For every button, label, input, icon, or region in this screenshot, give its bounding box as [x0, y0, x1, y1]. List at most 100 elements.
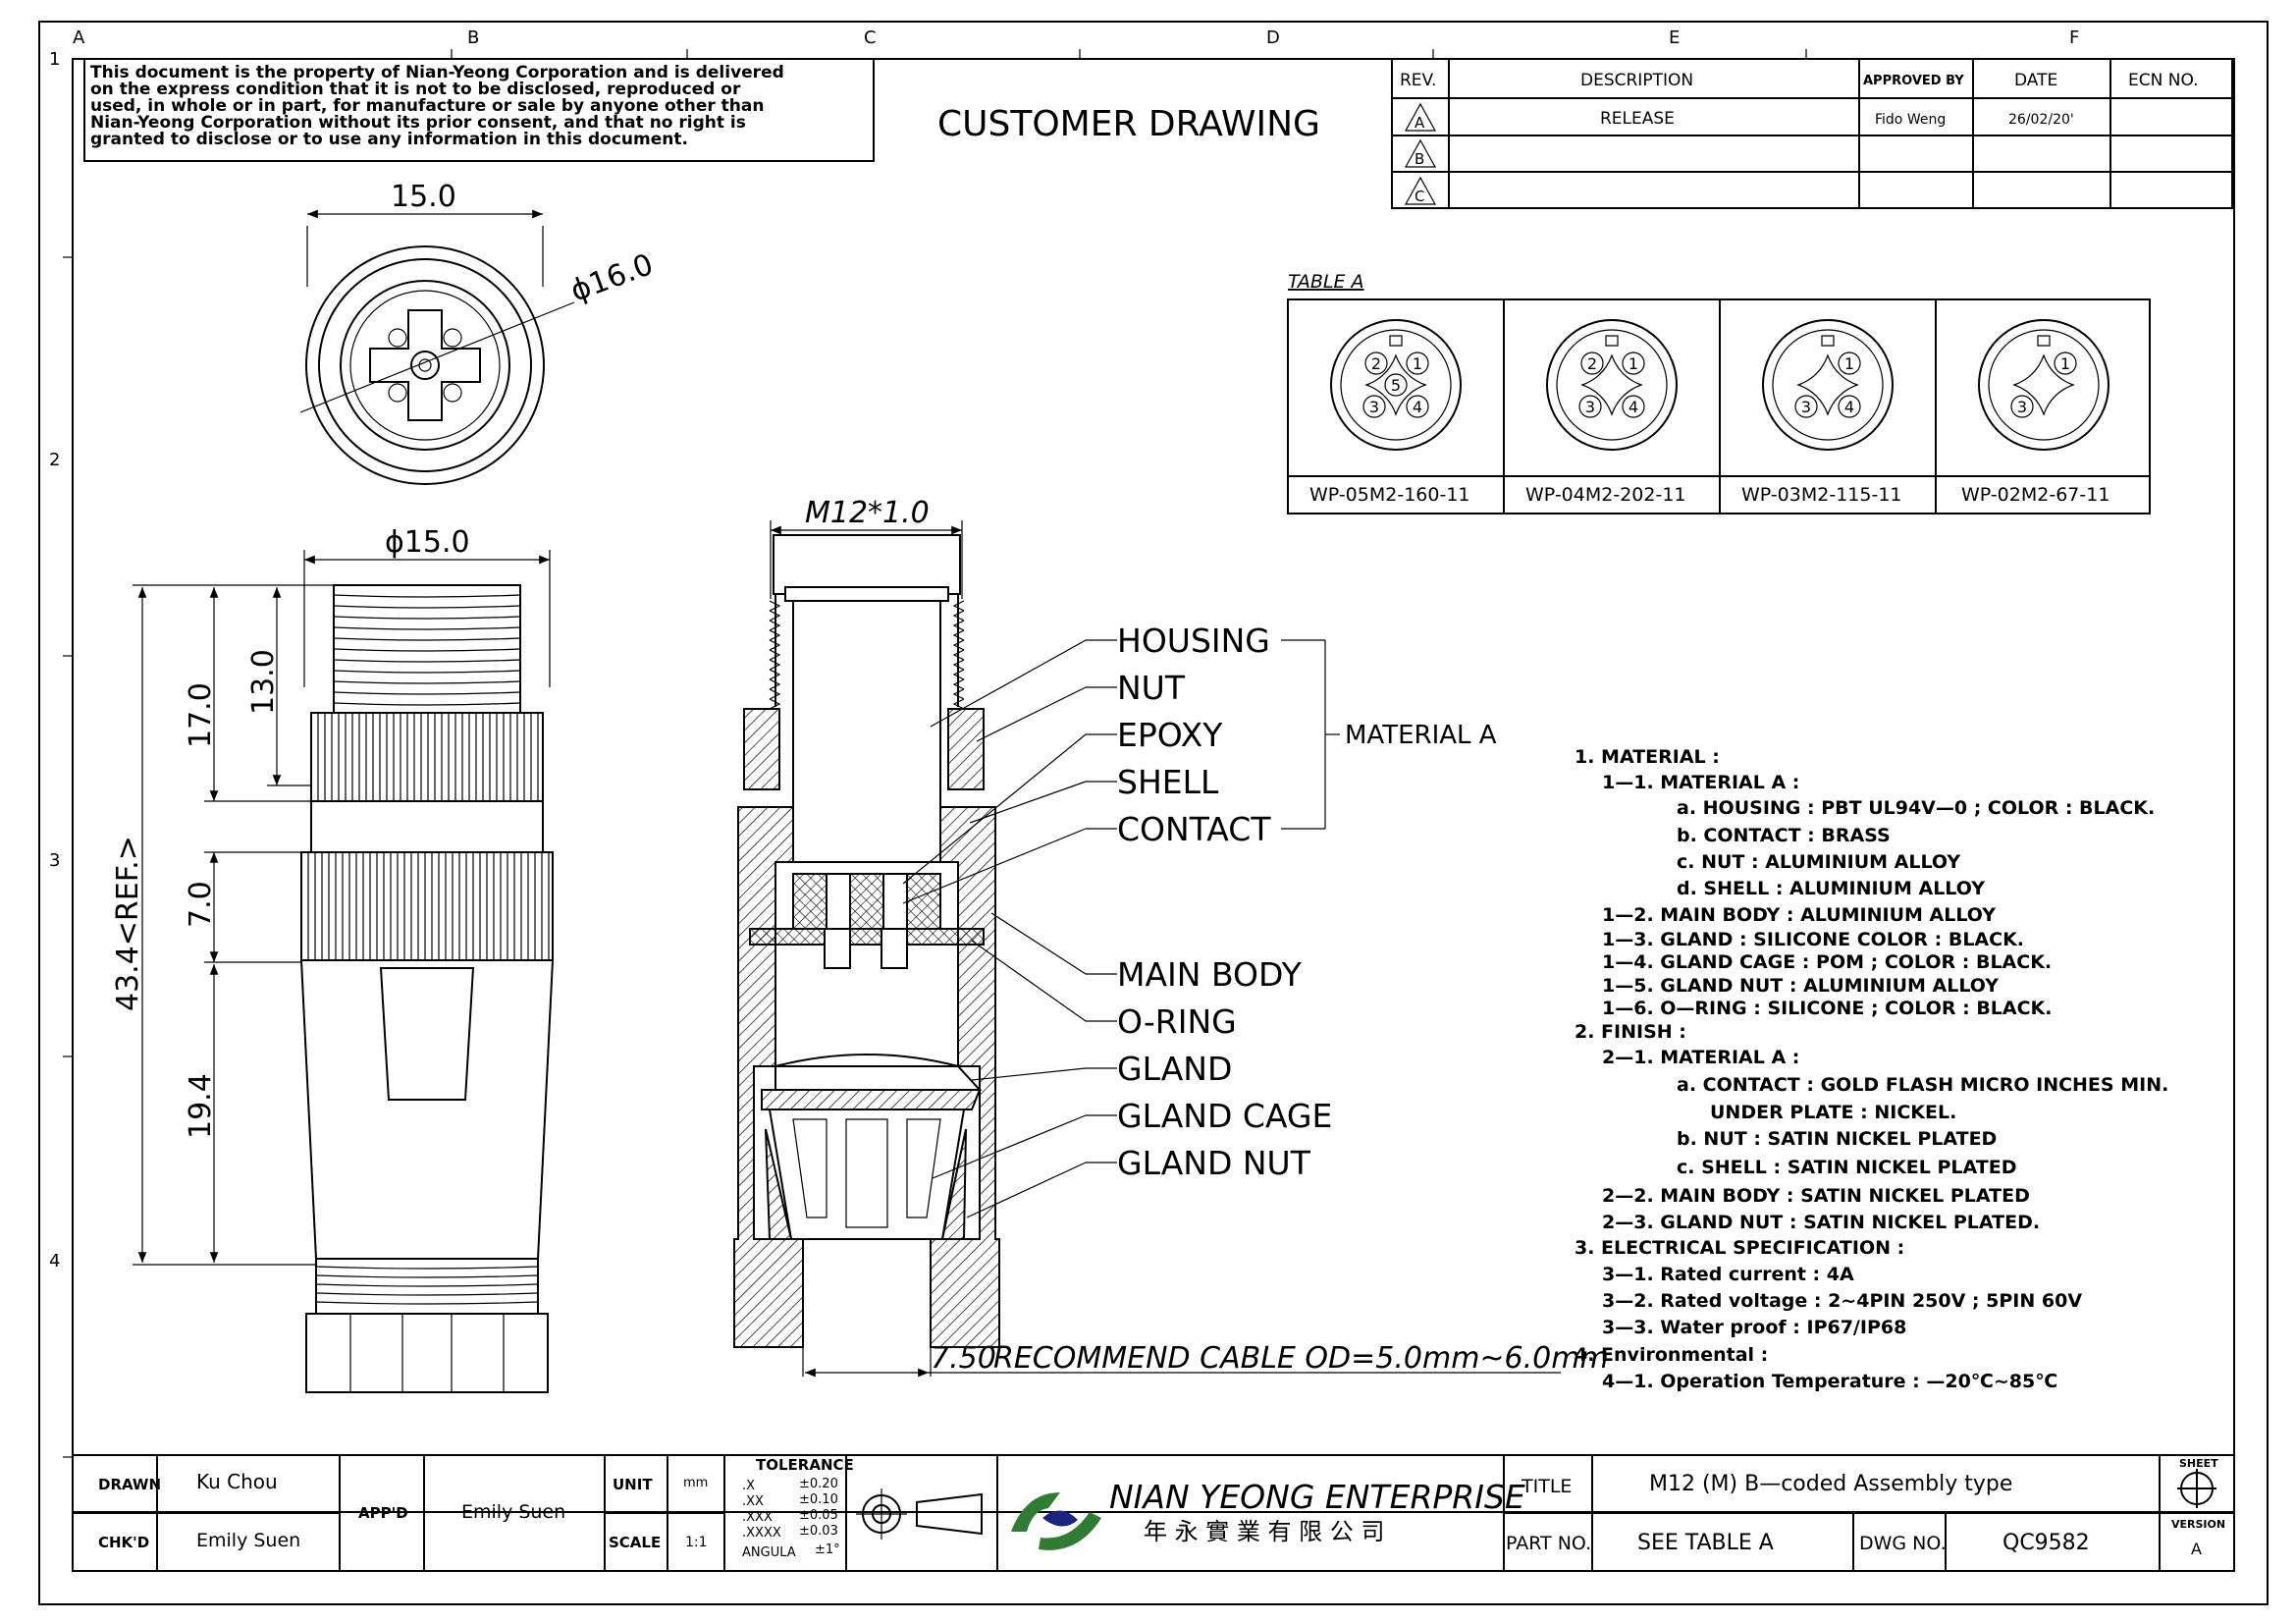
note-line: 1. MATERIAL : — [1575, 746, 1720, 768]
notice-line: used, in whole or in part, for manufactu… — [90, 96, 764, 116]
company-logo-icon — [1011, 1492, 1101, 1550]
note-line: a. HOUSING : PBT UL94V—0 ; COLOR : BLACK… — [1677, 797, 2155, 819]
pin-marker — [1364, 352, 1388, 375]
pin-marker — [1406, 352, 1429, 375]
note-line: 2—1. MATERIAL A : — [1602, 1047, 1799, 1068]
tol-val: ±1° — [815, 1542, 840, 1557]
rev-a-date: 26/02/20' — [2008, 112, 2074, 128]
callout-shell: SHELL — [1117, 763, 1219, 801]
note-line: 3—2. Rated voltage : 2~4PIN 250V ; 5PIN … — [1602, 1290, 2082, 1312]
notice-line: granted to disclose or to use any inform… — [90, 130, 688, 149]
callout-contact: CONTACT — [1117, 810, 1271, 848]
company-name: NIAN YEONG ENTERPRISE — [1109, 1478, 1525, 1516]
tol-val: ±0.03 — [799, 1524, 838, 1539]
pin-marker — [1362, 395, 1386, 418]
dim-face-diameter: ϕ16.0 — [566, 247, 658, 309]
revision-table: REV. DESCRIPTION APPROVED BY DATE ECN NO… — [1391, 58, 2233, 209]
grid-col-f: F — [2069, 27, 2079, 48]
note-line: 1—3. GLAND : SILICONE COLOR : BLACK. — [1602, 929, 2024, 950]
pin-number: 1 — [1844, 354, 1854, 373]
grid-row-labels: 1 2 3 4 — [49, 49, 60, 1271]
description-header: DESCRIPTION — [1580, 71, 1693, 90]
grid-column-labels: A B C D E F — [73, 27, 2079, 48]
chkd-value: Emily Suen — [196, 1530, 300, 1551]
table-a-part-1: WP-05M2-160-11 — [1309, 484, 1470, 506]
pin-marker — [1794, 395, 1818, 418]
pin-number: 1 — [1413, 354, 1422, 373]
note-line: 2—2. MAIN BODY : SATIN NICKEL PLATED — [1602, 1185, 2030, 1207]
dim-face-width: 15.0 — [391, 180, 456, 214]
callout-nut: NUT — [1117, 669, 1186, 707]
tol-fmt: ANGULA — [742, 1545, 796, 1560]
pin-face-2: 1 2 3 4 — [1546, 319, 1678, 451]
section-view: M12*1.0 — [733, 496, 1609, 1378]
note-line: 2. FINISH : — [1575, 1021, 1686, 1043]
note-line: c. SHELL : SATIN NICKEL PLATED — [1677, 1157, 2016, 1178]
callout-material-a: MATERIAL A — [1345, 721, 1497, 750]
dwgno-value: QC9582 — [2002, 1531, 2090, 1555]
notice-line: on the express condition that it is not … — [90, 80, 741, 99]
grid-row-4: 4 — [49, 1251, 60, 1271]
specification-notes: 1. MATERIAL :1—1. MATERIAL A :a. HOUSING… — [1575, 746, 2168, 1392]
grid-row-1: 1 — [49, 49, 60, 70]
pin-number: 1 — [1629, 354, 1638, 373]
projection-symbol-icon — [856, 1488, 983, 1540]
tol-val: ±0.05 — [799, 1508, 838, 1523]
note-line: 1—5. GLAND NUT : ALUMINIUM ALLOY — [1602, 975, 1999, 997]
pin-number: 2 — [1587, 354, 1597, 373]
table-a-part-3: WP-03M2-115-11 — [1741, 484, 1902, 506]
pin-marker — [1622, 352, 1645, 375]
pin-marker — [1838, 395, 1861, 418]
pin-number: 3 — [2017, 398, 2027, 416]
tol-fmt: .XXX — [742, 1510, 773, 1525]
callout-gland-nut: GLAND NUT — [1117, 1144, 1311, 1182]
title-label: TITLE — [1521, 1476, 1572, 1497]
note-line: b. NUT : SATIN NICKEL PLATED — [1677, 1128, 1997, 1150]
pin-number: 4 — [1629, 398, 1638, 416]
cable-recommendation: RECOMMEND CABLE OD=5.0mm~6.0mm — [993, 1341, 1609, 1376]
unit-label: UNIT — [613, 1476, 653, 1493]
note-line: 3. ELECTRICAL SPECIFICATION : — [1575, 1237, 1904, 1259]
dim-thread-spec: M12*1.0 — [805, 496, 930, 530]
pin-marker — [1580, 352, 1604, 375]
rev-b: B — [1415, 150, 1424, 168]
note-line: 4. Environmental : — [1575, 1344, 1768, 1366]
dim-body-diameter: ϕ15.0 — [385, 525, 470, 560]
scale-label: SCALE — [609, 1534, 661, 1551]
pin-marker — [1838, 352, 1861, 375]
appd-value: Emily Suen — [461, 1501, 565, 1523]
dim-body-section: 19.4 — [184, 1073, 218, 1139]
note-line: d. SHELL : ALUMINIUM ALLOY — [1677, 878, 1985, 899]
notice-line: Nian-Yeong Corporation without its prior… — [90, 113, 746, 133]
pin-number: 2 — [1371, 354, 1381, 373]
rev-header: REV. — [1400, 71, 1436, 90]
rev-a-description: RELEASE — [1600, 109, 1675, 129]
grid-col-b: B — [467, 27, 479, 48]
pin-marker — [1578, 395, 1602, 418]
pin-number: 5 — [1391, 376, 1401, 395]
dwgno-label: DWG NO. — [1859, 1533, 1947, 1554]
front-face-view: 15.0 ϕ16.0 — [299, 180, 658, 485]
note-line: 1—4. GLAND CAGE : POM ; COLOR : BLACK. — [1602, 951, 2052, 973]
pin-number: 3 — [1585, 398, 1595, 416]
table-a-title: TABLE A — [1288, 271, 1364, 293]
version-value: A — [2191, 1540, 2202, 1558]
chkd-label: CHK'D — [98, 1534, 149, 1551]
tol-val: ±0.20 — [799, 1477, 838, 1491]
tol-val: ±0.10 — [799, 1492, 838, 1507]
dim-nut-section: 7.0 — [184, 881, 218, 928]
note-line: c. NUT : ALUMINIUM ALLOY — [1677, 851, 1960, 873]
grid-row-2: 2 — [49, 450, 60, 470]
sheet-label: SHEET — [2179, 1457, 2218, 1470]
grid-col-a: A — [73, 27, 85, 48]
property-notice: This document is the property of Nian-Ye… — [83, 58, 875, 162]
rev-a: A — [1415, 114, 1425, 132]
drawing-frame — [38, 21, 2269, 1605]
tolerance-title: TOLERANCE — [756, 1456, 854, 1474]
note-line: 4—1. Operation Temperature : —20℃~85℃ — [1602, 1371, 2057, 1392]
dim-cable: 7.50 — [931, 1341, 996, 1376]
